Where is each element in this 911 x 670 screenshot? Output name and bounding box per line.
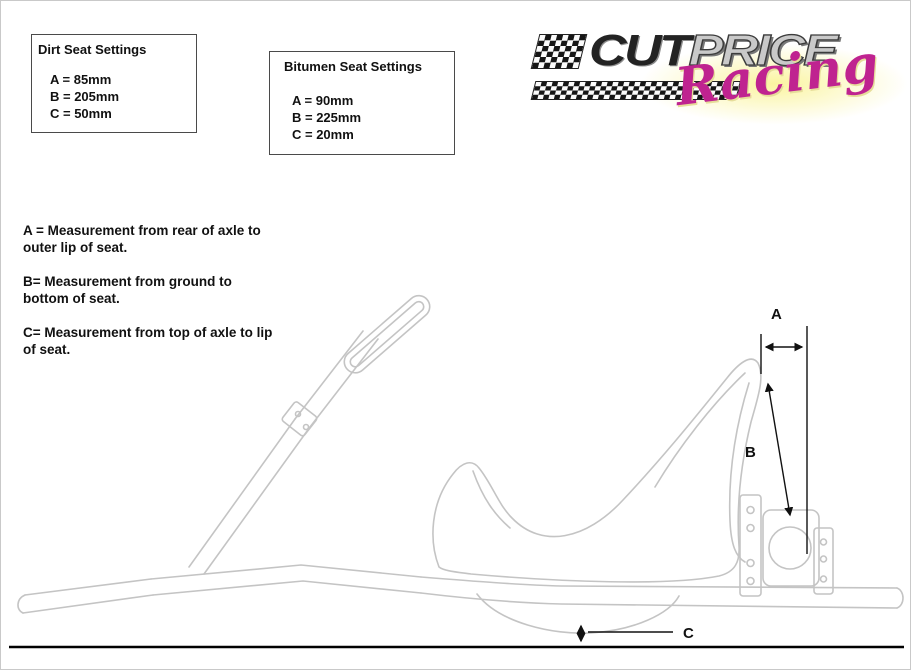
bitumen-setting-c: C = 20mm — [292, 127, 354, 142]
dirt-setting-a: A = 85mm — [50, 72, 112, 87]
measure-b-arrow — [764, 382, 794, 517]
logo-text-cut: CUT — [589, 26, 691, 75]
dirt-setting-b: B = 205mm — [50, 89, 120, 104]
bitumen-setting-b: B = 225mm — [292, 110, 362, 125]
legend-item-a: A = Measurement from rear of axle to out… — [23, 222, 343, 256]
dirt-settings-values: A = 85mm B = 205mm C = 50mm — [50, 71, 196, 122]
column-clamp — [281, 401, 318, 437]
dirt-settings-title: Dirt Seat Settings — [38, 42, 147, 57]
bitumen-settings-values: A = 90mm B = 225mm C = 20mm — [292, 92, 454, 143]
bitumen-settings-title: Bitumen Seat Settings — [284, 59, 422, 74]
seat-outline — [432, 358, 762, 583]
belly-pan — [476, 593, 680, 635]
bitumen-seat-settings-box: Bitumen Seat Settings A = 90mm B = 225mm… — [269, 51, 455, 155]
measure-label-c: C — [683, 625, 694, 642]
rear-axle-hub — [739, 494, 834, 597]
legend-item-b: B= Measurement from ground to bottom of … — [23, 273, 343, 307]
legend-b-line2: bottom of seat. — [23, 291, 120, 306]
measure-label-b: B — [745, 444, 756, 461]
logo-text-price: PRICE — [688, 26, 839, 75]
legend-a-line1: A = Measurement from rear of axle to — [23, 223, 261, 238]
legend-item-c: C= Measurement from top of axle to lip o… — [23, 324, 343, 358]
measurement-legend: A = Measurement from rear of axle to out… — [23, 222, 343, 375]
legend-c-line2: of seat. — [23, 342, 71, 357]
measure-label-a: A — [771, 306, 782, 323]
measurement-marks: A B C — [576, 306, 808, 643]
chassis-tube — [150, 564, 904, 609]
steering-wheel — [343, 294, 431, 374]
legend-c-line1: C= Measurement from top of axle to lip — [23, 325, 273, 340]
front-bumper-tube — [17, 578, 154, 614]
legend-b-line1: B= Measurement from ground to — [23, 274, 232, 289]
steering-column — [188, 330, 379, 575]
axle-bearing — [768, 526, 812, 570]
bitumen-setting-a: A = 90mm — [292, 93, 354, 108]
dirt-seat-settings-box: Dirt Seat Settings A = 85mm B = 205mm C … — [31, 34, 197, 133]
legend-a-line2: outer lip of seat. — [23, 240, 128, 255]
kart-outline — [17, 294, 904, 635]
dirt-setting-c: C = 50mm — [50, 106, 112, 121]
